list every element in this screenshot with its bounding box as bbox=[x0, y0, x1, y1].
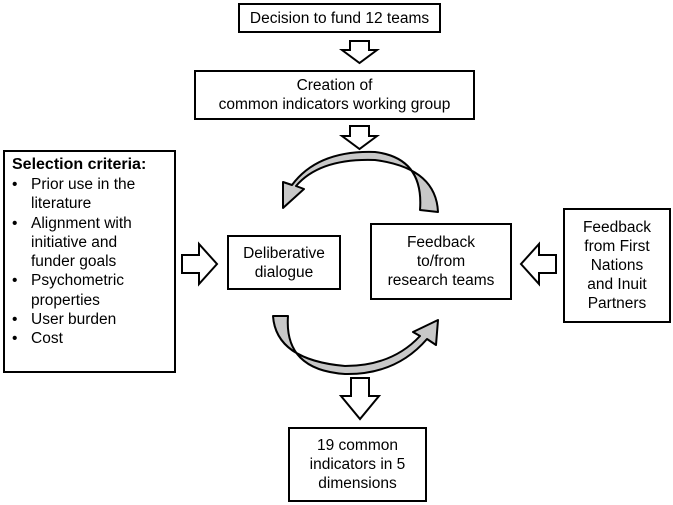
decision-box: Decision to fund 12 teams bbox=[238, 3, 441, 33]
partners-line-3: Nations bbox=[590, 257, 644, 274]
right-arrow-icon bbox=[181, 241, 219, 287]
criteria-line: Alignment with bbox=[31, 214, 132, 232]
selection-criteria-box: Selection criteria: Prior use in the lit… bbox=[3, 150, 176, 373]
down-arrow-icon bbox=[338, 125, 381, 151]
criteria-line: Psychometric bbox=[31, 272, 125, 290]
criteria-item-psychometric: Psychometric properties bbox=[12, 271, 135, 310]
result-line-2: indicators in 5 bbox=[309, 456, 406, 473]
partners-line-5: Partners bbox=[587, 295, 647, 312]
criteria-item-alignment: Alignment with initiative and funder goa… bbox=[12, 214, 135, 272]
left-arrow-icon bbox=[519, 241, 557, 287]
working-group-box: Creation of common indicators working gr… bbox=[194, 70, 475, 120]
criteria-list: Prior use in the literature Alignment wi… bbox=[12, 175, 135, 349]
deliberative-line-2: dialogue bbox=[254, 263, 314, 281]
feedback-line-3: research teams bbox=[387, 272, 495, 289]
feedback-line-2: to/from bbox=[416, 253, 466, 270]
bottom-cycle-arrow-icon bbox=[272, 315, 439, 376]
criteria-line: User burden bbox=[31, 311, 117, 329]
partners-line-1: Feedback bbox=[582, 219, 652, 236]
criteria-line: funder goals bbox=[31, 253, 117, 271]
result-line-3: dimensions bbox=[318, 475, 397, 492]
result-line-1: 19 common bbox=[317, 437, 398, 454]
criteria-item-cost: Cost bbox=[12, 329, 135, 349]
partners-line-4: and Inuit bbox=[587, 276, 647, 293]
decision-text: Decision to fund 12 teams bbox=[249, 9, 430, 27]
partners-line-2: from First bbox=[584, 238, 650, 255]
deliberative-dialogue-box: Deliberative dialogue bbox=[227, 235, 341, 290]
top-cycle-arrow-icon bbox=[282, 150, 439, 213]
criteria-line: initiative and bbox=[31, 233, 118, 251]
working-group-line-2: common indicators working group bbox=[218, 96, 451, 113]
criteria-item-prior-use: Prior use in the literature bbox=[12, 175, 135, 214]
criteria-line: literature bbox=[31, 195, 92, 213]
partners-feedback-box: Feedback from First Nations and Inuit Pa… bbox=[563, 208, 671, 323]
criteria-line: properties bbox=[31, 291, 100, 309]
criteria-line: Cost bbox=[31, 330, 63, 348]
working-group-line-1: Creation of bbox=[296, 77, 373, 94]
research-feedback-box: Feedback to/from research teams bbox=[370, 223, 512, 300]
result-box: 19 common indicators in 5 dimensions bbox=[288, 427, 427, 502]
deliberative-line-1: Deliberative bbox=[243, 244, 325, 262]
criteria-item-user-burden: User burden bbox=[12, 310, 135, 330]
selection-criteria-title: Selection criteria: bbox=[12, 156, 147, 173]
feedback-line-1: Feedback bbox=[406, 234, 476, 251]
down-arrow-icon bbox=[338, 40, 381, 65]
down-arrow-icon bbox=[338, 377, 382, 421]
criteria-line: Prior use in the bbox=[31, 176, 136, 193]
